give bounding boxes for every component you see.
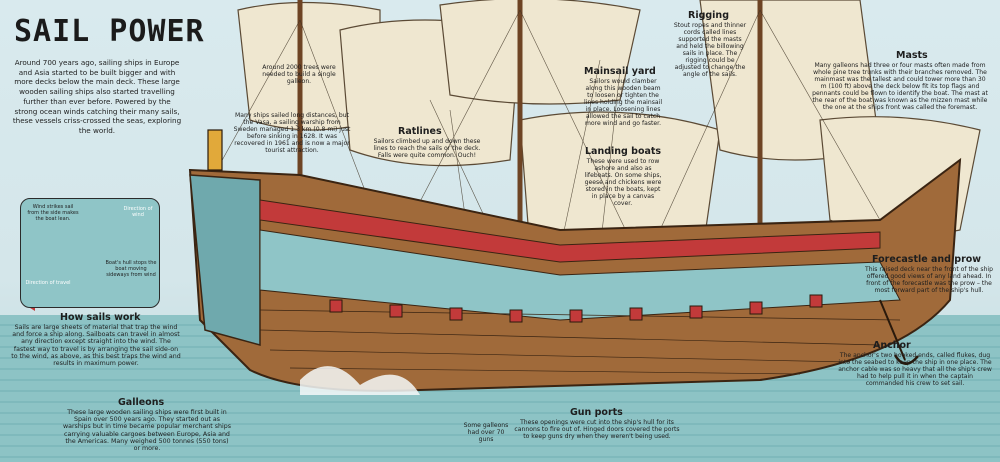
page-title: SAIL POWER xyxy=(14,14,205,49)
rigging-heading: Rigging xyxy=(688,10,729,21)
masts-text: Many galleons had three or four masts of… xyxy=(812,62,988,111)
direction-of-wind-label: Direction of wind xyxy=(123,206,153,218)
forecastle-heading: Forecastle and prow xyxy=(872,254,982,265)
deck-rail xyxy=(259,199,881,263)
mainsail-yard-heading: Mainsail yard xyxy=(584,66,656,77)
masts-heading: Masts xyxy=(896,50,928,61)
sail-diagram-box: Wind strikes sail from the side makes th… xyxy=(20,198,160,308)
wind-strike-label: Wind strikes sail from the side makes th… xyxy=(27,204,79,222)
keel-label: Boat's hull stops the boat moving sidewa… xyxy=(105,260,157,278)
anchor-shape xyxy=(893,354,919,365)
galleons-heading: Galleons xyxy=(118,397,165,408)
mainsail-yard-text: Sailors would clamber along this wooden … xyxy=(583,78,663,127)
how-sails-work-text: Sails are large sheets of material that … xyxy=(11,324,181,368)
forecastle-text: This raised deck near the front of the s… xyxy=(865,266,993,294)
gun-ports-text: These openings were cut into the ship's … xyxy=(514,419,680,440)
ratlines-heading: Ratlines xyxy=(398,126,442,137)
stern-lantern xyxy=(207,129,223,171)
direction-of-travel-label: Direction of travel xyxy=(25,280,71,286)
anchor-heading: Anchor xyxy=(873,340,911,351)
galleons-text: These large wooden sailing ships were fi… xyxy=(62,409,232,453)
vasa-fact: Many ships sailed long distances, but th… xyxy=(233,112,351,154)
how-sails-work-heading: How sails work xyxy=(60,312,141,323)
intro-text: Around 700 years ago, sailing ships in E… xyxy=(12,58,182,136)
landing-boats-heading: Landing boats xyxy=(585,146,662,157)
anchor-text: The anchor's two hooked ends, called flu… xyxy=(838,352,992,387)
ratlines-text: Sailors climbed up and down these lines … xyxy=(373,138,481,159)
rigging-text: Stout ropes and thinner cords called lin… xyxy=(673,22,747,78)
stern-castle xyxy=(189,174,261,346)
landing-boats-text: These were used to row ashore and also a… xyxy=(584,158,662,207)
hull-band xyxy=(259,229,901,321)
gun-ports-heading: Gun ports xyxy=(570,407,623,418)
some-galleons-fact: Some galleons had over 70 guns xyxy=(463,422,509,443)
trees-fact: Around 2000 trees were needed to build a… xyxy=(262,64,336,85)
